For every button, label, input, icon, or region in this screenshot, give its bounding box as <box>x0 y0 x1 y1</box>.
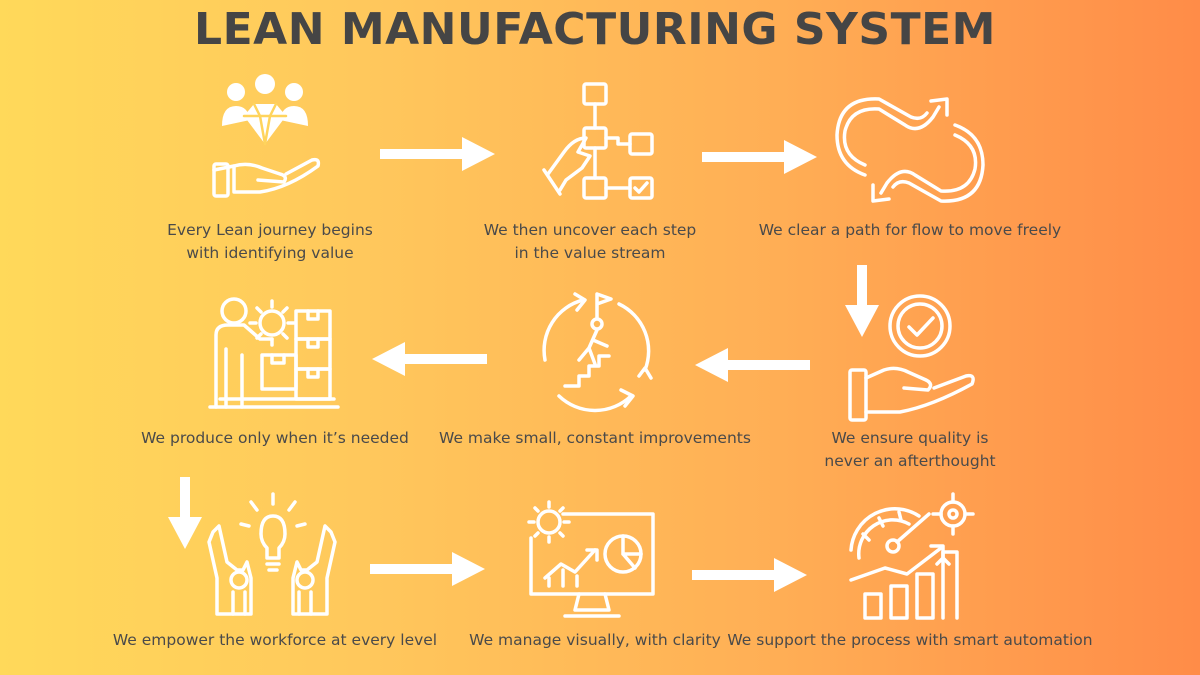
caption-line: Every Lean journey begins <box>167 221 373 239</box>
arrow-right-4 <box>692 558 807 592</box>
arrow-right-1 <box>380 137 495 171</box>
caption-step-6: We produce only when it’s needed <box>120 427 430 450</box>
arrow-right-3 <box>370 552 485 586</box>
caption-line: We then uncover each step <box>483 221 697 239</box>
quality-hand-check-icon <box>848 292 978 422</box>
caption-step-8: We manage visually, with clarity <box>450 629 740 652</box>
caption-line: We ensure quality is <box>831 429 989 447</box>
smart-automation-icon <box>845 492 975 622</box>
caption-step-2: We then uncover each step in the value s… <box>440 219 740 265</box>
visual-management-icon <box>525 498 660 623</box>
flow-cycle-arrows-icon <box>835 95 985 205</box>
caption-step-4: We ensure quality is never an afterthoug… <box>760 427 1060 473</box>
just-in-time-boxes-icon <box>208 295 340 413</box>
caption-step-1: Every Lean journey begins with identifyi… <box>120 219 420 265</box>
caption-line: in the value stream <box>514 244 666 262</box>
arrow-left-2 <box>372 342 487 376</box>
hand-diamond-people-icon <box>208 70 323 200</box>
caption-line: We make small, constant improvements <box>439 429 751 447</box>
page-title: LEAN MANUFACTURING SYSTEM <box>194 4 996 55</box>
caption-step-7: We empower the workforce at every level <box>110 629 440 652</box>
value-stream-map-icon <box>538 82 658 207</box>
empowered-workforce-icon <box>205 492 340 617</box>
arrow-right-2 <box>702 140 817 174</box>
caption-line: We manage visually, with clarity <box>469 631 721 649</box>
arrow-left-1 <box>695 348 810 382</box>
caption-line: never an afterthought <box>824 452 996 470</box>
caption-line: We support the process with smart automa… <box>727 631 1093 649</box>
caption-line: with identifying value <box>186 244 354 262</box>
caption-step-5: We make small, constant improvements <box>430 427 760 450</box>
caption-step-9: We support the process with smart automa… <box>725 629 1095 652</box>
caption-line: We clear a path for flow to move freely <box>758 221 1062 239</box>
arrow-down-1 <box>845 265 879 337</box>
caption-line: We produce only when it’s needed <box>141 429 409 447</box>
continuous-improvement-icon <box>535 290 655 415</box>
caption-line: We empower the workforce at every level <box>112 631 438 649</box>
caption-step-3: We clear a path for flow to move freely <box>740 219 1080 242</box>
arrow-down-2 <box>168 477 202 549</box>
